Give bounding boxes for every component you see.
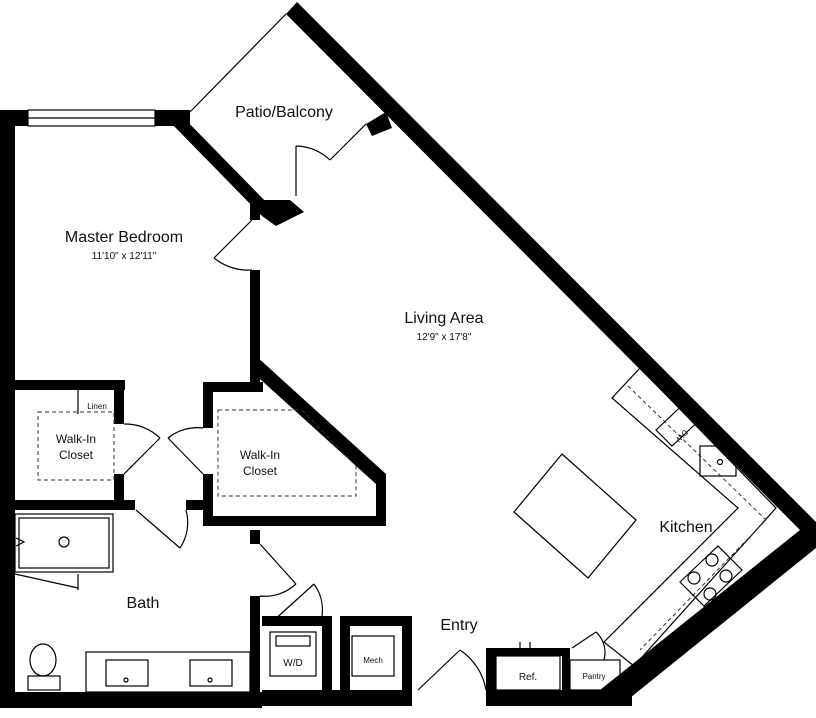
kitchen-fixtures <box>495 367 777 691</box>
closet2-label-line1: Walk-In <box>240 448 280 462</box>
door-swings <box>14 123 606 691</box>
living-area-label: Living Area <box>404 310 483 327</box>
wd-box <box>269 631 317 677</box>
ref-label: Ref. <box>519 672 537 683</box>
closet2-label-line2: Closet <box>243 464 278 478</box>
bath-fixtures <box>14 513 251 693</box>
wd-label: W/D <box>283 658 302 669</box>
interior-walls <box>15 204 570 708</box>
closet2-shelf <box>217 409 357 497</box>
kitchen-island <box>513 453 637 579</box>
closet1-shelf <box>37 411 115 481</box>
mech-box <box>351 635 395 677</box>
closet1-label-line2: Closet <box>59 448 94 462</box>
living-area-dimensions: 12'9" x 17'8" <box>417 332 472 343</box>
patio-door <box>189 13 287 113</box>
closet1-label-line1: Walk-In <box>56 432 96 446</box>
master-bedroom-label: Master Bedroom <box>65 229 183 246</box>
kitchen-label: Kitchen <box>659 519 712 536</box>
patio-label: Patio/Balcony <box>235 104 333 121</box>
bath-label: Bath <box>127 595 160 612</box>
pantry-label: Pantry <box>582 672 605 681</box>
bedroom-window <box>27 109 156 127</box>
entry-label: Entry <box>440 617 477 634</box>
linen-label: Linen <box>87 402 107 411</box>
mech-label: Mech <box>363 656 383 665</box>
master-bedroom-dimensions: 11'10" x 12'11" <box>92 251 157 262</box>
